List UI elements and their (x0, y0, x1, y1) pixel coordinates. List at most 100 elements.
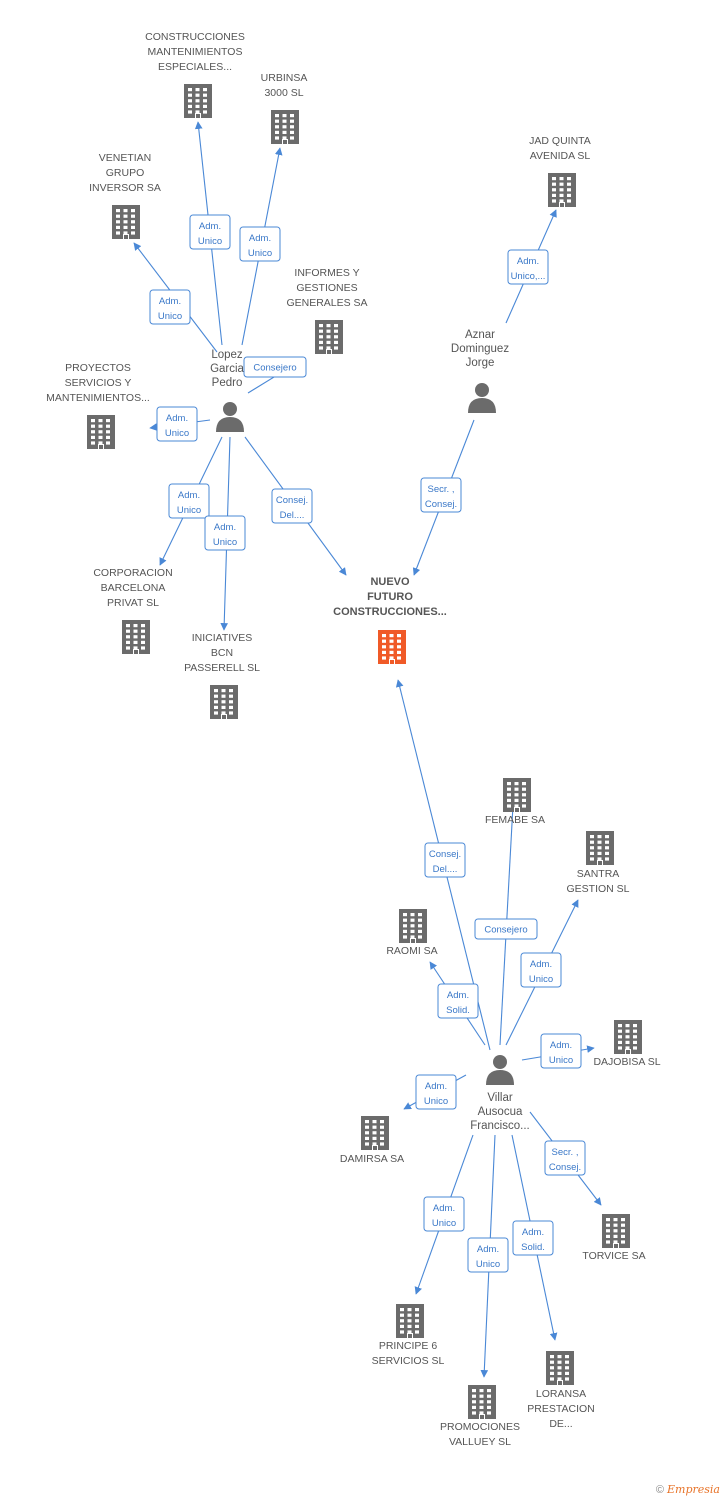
relation-label-text: Adm. (166, 413, 188, 424)
relation-label-text: Unico (424, 1096, 448, 1107)
node-loransa[interactable]: LORANSAPRESTACIONDE... (527, 1351, 595, 1430)
relation-label-villar-raomi[interactable]: Adm.Solid. (437, 983, 479, 1019)
copyright-footer: © Empresia (656, 1483, 720, 1496)
node-label-urbinsa: URBINSA (261, 72, 308, 84)
relation-label-text: Consej. (429, 849, 461, 860)
relation-label-text: Unico (158, 311, 182, 322)
node-santra[interactable]: SANTRA GESTION SL (566, 831, 630, 895)
node-dajobisa[interactable]: DAJOBISA SL (593, 1020, 661, 1068)
node-label-raomi: RAOMI SA (386, 945, 437, 957)
node-raomi[interactable]: RAOMI SA (386, 909, 438, 957)
relation-label-villar-femabe[interactable]: Consejero (474, 918, 538, 940)
relation-label-lopez-urbinsa[interactable]: Adm.Unico (239, 226, 281, 262)
nuevo-building-icon (378, 630, 406, 664)
node-label-torvice: TORVICE SA (582, 1250, 645, 1262)
proyectos-building-icon (87, 415, 115, 449)
relation-label-text: Secr. , (428, 484, 455, 495)
node-label-construcciones: CONSTRUCCIONES (145, 31, 245, 43)
relation-label-aznar-nuevo[interactable]: Secr. , Consej. (420, 477, 462, 513)
informes-building-icon (315, 320, 343, 354)
relation-label-aznar-jadquinta[interactable]: Adm.Unico,... (507, 249, 549, 285)
node-nuevo[interactable]: NUEVO FUTURO CONSTRUCCIONES... (333, 576, 447, 664)
node-label-venetian: INVERSOR SA (89, 182, 161, 194)
relation-label-villar-damirsa[interactable]: Adm.Unico (415, 1074, 457, 1110)
node-construcciones[interactable]: CONSTRUCCIONESMANTENIMIENTOSESPECIALES..… (145, 31, 245, 118)
relation-label-villar-promociones[interactable]: Adm.Unico (467, 1237, 509, 1273)
relation-label-lopez-venetian[interactable]: Adm. Unico (149, 289, 191, 325)
relation-label-lopez-construcciones[interactable]: Adm.Unico (189, 214, 231, 250)
relation-label-lopez-corporacion[interactable]: Adm.Unico (168, 483, 210, 519)
relation-label-text: Unico (529, 974, 553, 985)
node-label-villar: Francisco... (470, 1120, 529, 1132)
node-label-proyectos: PROYECTOS (65, 362, 131, 374)
node-label-informes: GENERALES SA (286, 297, 367, 309)
relation-label-lopez-iniciatives[interactable]: Adm.Unico (204, 515, 246, 551)
node-label-proyectos: SERVICIOS Y (65, 377, 132, 389)
relation-label-text: Adm. (447, 990, 469, 1001)
node-label-corporacion: PRIVAT SL (107, 597, 159, 609)
relation-label-text: Del.... (433, 864, 458, 875)
node-torvice[interactable]: TORVICE SA (582, 1214, 646, 1262)
node-label-corporacion: BARCELONA (101, 582, 166, 594)
relation-label-text: Del.... (280, 510, 305, 521)
relation-label-text: Adm. (550, 1040, 572, 1051)
node-villar[interactable]: VillarAusocuaFrancisco... (470, 1055, 530, 1132)
node-label-construcciones: ESPECIALES... (158, 61, 232, 73)
node-label-loransa: PRESTACION (527, 1403, 594, 1415)
node-label-principe: PRINCIPE 6 (379, 1340, 438, 1352)
dajobisa-building-icon (614, 1020, 642, 1054)
relation-label-text: Adm. (159, 296, 181, 307)
corporacion-building-icon (122, 620, 150, 654)
relation-label-text: Consejero (253, 363, 296, 374)
relation-label-text: Adm. (522, 1227, 544, 1238)
relation-label-text: Adm. (433, 1203, 455, 1214)
node-label-iniciatives: PASSERELL SL (184, 662, 260, 674)
node-label-nuevo: FUTURO (367, 591, 413, 603)
relation-label-villar-nuevo[interactable]: Consej. Del.... (424, 842, 466, 878)
relation-label-text: Consej. (276, 495, 308, 506)
node-label-nuevo: CONSTRUCCIONES... (333, 606, 447, 618)
node-label-iniciatives: BCN (211, 647, 233, 659)
relation-label-villar-loransa[interactable]: Adm.Solid. (512, 1220, 554, 1256)
node-label-informes: INFORMES Y (294, 267, 359, 279)
node-label-santra: GESTION SL (566, 883, 629, 895)
node-damirsa[interactable]: DAMIRSA SA (340, 1116, 404, 1165)
relation-label-text: Consejero (484, 925, 527, 936)
relation-label-text: Unico (165, 428, 189, 439)
relation-label-lopez-informes[interactable]: Consejero (243, 356, 307, 378)
node-label-santra: SANTRA (577, 868, 620, 880)
brand-logo[interactable]: Empresia (667, 1483, 720, 1496)
relation-label-villar-santra[interactable]: Adm.Unico (520, 952, 562, 988)
relation-label-text: Adm. (249, 233, 271, 244)
principe-building-icon (396, 1304, 424, 1338)
construcciones-building-icon (184, 84, 212, 118)
node-label-femabe: FEMABE SA (485, 814, 545, 826)
node-label-dajobisa: DAJOBISA SL (593, 1056, 660, 1068)
relation-label-villar-dajobisa[interactable]: Adm.Unico (540, 1033, 582, 1069)
relation-label-villar-principe[interactable]: Adm.Unico (423, 1196, 465, 1232)
node-label-villar: Ausocua (478, 1106, 523, 1118)
node-label-nuevo: NUEVO (370, 576, 410, 588)
node-femabe[interactable]: FEMABE SA (485, 778, 545, 826)
promociones-building-icon (468, 1385, 496, 1419)
relation-label-villar-torvice[interactable]: Secr. ,Consej. (544, 1140, 586, 1176)
relation-label-text: Consej. (425, 499, 457, 510)
relation-label-text: Adm. (178, 490, 200, 501)
relation-label-text: Adm. (214, 522, 236, 533)
relation-label-lopez-nuevo[interactable]: Consej. Del.... (271, 488, 313, 524)
lopez-person-icon (216, 402, 244, 432)
aznar-person-icon (468, 383, 496, 413)
relation-label-lopez-proyectos[interactable]: Adm. Unico (156, 406, 198, 442)
node-label-lopez: Pedro (212, 377, 243, 389)
